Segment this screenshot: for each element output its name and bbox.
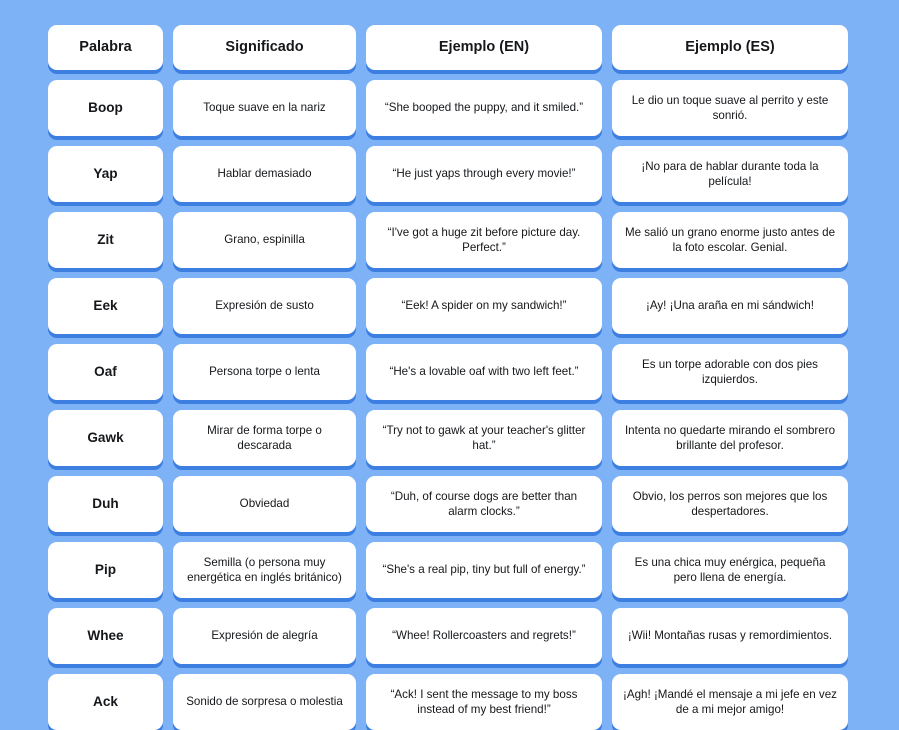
column-header-ejemplo-en: Ejemplo (EN) (366, 25, 602, 70)
table-row: Ack Sonido de sorpresa o molestia “Ack! … (48, 674, 851, 730)
cell-ejemplo-en: “Try not to gawk at your teacher's glitt… (366, 410, 602, 466)
cell-palabra: Oaf (48, 344, 163, 400)
cell-significado: Persona torpe o lenta (173, 344, 356, 400)
cell-significado: Grano, espinilla (173, 212, 356, 268)
cell-significado: Sonido de sorpresa o molestia (173, 674, 356, 730)
cell-significado: Semilla (o persona muy energética en ing… (173, 542, 356, 598)
table-row: Boop Toque suave en la nariz “She booped… (48, 80, 851, 136)
cell-palabra: Pip (48, 542, 163, 598)
cell-significado: Hablar demasiado (173, 146, 356, 202)
cell-ejemplo-es: ¡Wii! Montañas rusas y remordimientos. (612, 608, 848, 664)
cell-ejemplo-en: “She booped the puppy, and it smiled.” (366, 80, 602, 136)
cell-significado: Mirar de forma torpe o descarada (173, 410, 356, 466)
table-row: Yap Hablar demasiado “He just yaps throu… (48, 146, 851, 202)
cell-ejemplo-en: “He's a lovable oaf with two left feet.” (366, 344, 602, 400)
cell-ejemplo-en: “Eek! A spider on my sandwich!” (366, 278, 602, 334)
cell-ejemplo-es: Me salió un grano enorme justo antes de … (612, 212, 848, 268)
cell-ejemplo-es: Intenta no quedarte mirando el sombrero … (612, 410, 848, 466)
table-row: Duh Obviedad “Duh, of course dogs are be… (48, 476, 851, 532)
cell-ejemplo-en: “Duh, of course dogs are better than ala… (366, 476, 602, 532)
cell-palabra: Boop (48, 80, 163, 136)
cell-ejemplo-es: Obvio, los perros son mejores que los de… (612, 476, 848, 532)
cell-ejemplo-es: Es un torpe adorable con dos pies izquie… (612, 344, 848, 400)
cell-palabra: Whee (48, 608, 163, 664)
cell-ejemplo-en: “I've got a huge zit before picture day.… (366, 212, 602, 268)
cell-ejemplo-en: “Whee! Rollercoasters and regrets!” (366, 608, 602, 664)
cell-palabra: Gawk (48, 410, 163, 466)
cell-ejemplo-en: “He just yaps through every movie!” (366, 146, 602, 202)
cell-significado: Expresión de alegría (173, 608, 356, 664)
vocabulary-table: Palabra Significado Ejemplo (EN) Ejemplo… (48, 25, 851, 730)
cell-ejemplo-es: Es una chica muy enérgica, pequeña pero … (612, 542, 848, 598)
table-row: Whee Expresión de alegría “Whee! Rollerc… (48, 608, 851, 664)
cell-significado: Toque suave en la nariz (173, 80, 356, 136)
cell-palabra: Duh (48, 476, 163, 532)
table-row: Pip Semilla (o persona muy energética en… (48, 542, 851, 598)
table-row: Eek Expresión de susto “Eek! A spider on… (48, 278, 851, 334)
cell-significado: Obviedad (173, 476, 356, 532)
cell-ejemplo-en: “Ack! I sent the message to my boss inst… (366, 674, 602, 730)
cell-palabra: Yap (48, 146, 163, 202)
column-header-significado: Significado (173, 25, 356, 70)
cell-ejemplo-es: ¡No para de hablar durante toda la pelíc… (612, 146, 848, 202)
cell-ejemplo-es: ¡Ay! ¡Una araña en mi sándwich! (612, 278, 848, 334)
table-row: Gawk Mirar de forma torpe o descarada “T… (48, 410, 851, 466)
table-row: Zit Grano, espinilla “I've got a huge zi… (48, 212, 851, 268)
cell-ejemplo-es: Le dio un toque suave al perrito y este … (612, 80, 848, 136)
cell-ejemplo-es: ¡Agh! ¡Mandé el mensaje a mi jefe en vez… (612, 674, 848, 730)
cell-palabra: Eek (48, 278, 163, 334)
cell-ejemplo-en: “She's a real pip, tiny but full of ener… (366, 542, 602, 598)
table-row: Oaf Persona torpe o lenta “He's a lovabl… (48, 344, 851, 400)
table-header-row: Palabra Significado Ejemplo (EN) Ejemplo… (48, 25, 851, 70)
cell-significado: Expresión de susto (173, 278, 356, 334)
column-header-ejemplo-es: Ejemplo (ES) (612, 25, 848, 70)
cell-palabra: Ack (48, 674, 163, 730)
column-header-palabra: Palabra (48, 25, 163, 70)
cell-palabra: Zit (48, 212, 163, 268)
